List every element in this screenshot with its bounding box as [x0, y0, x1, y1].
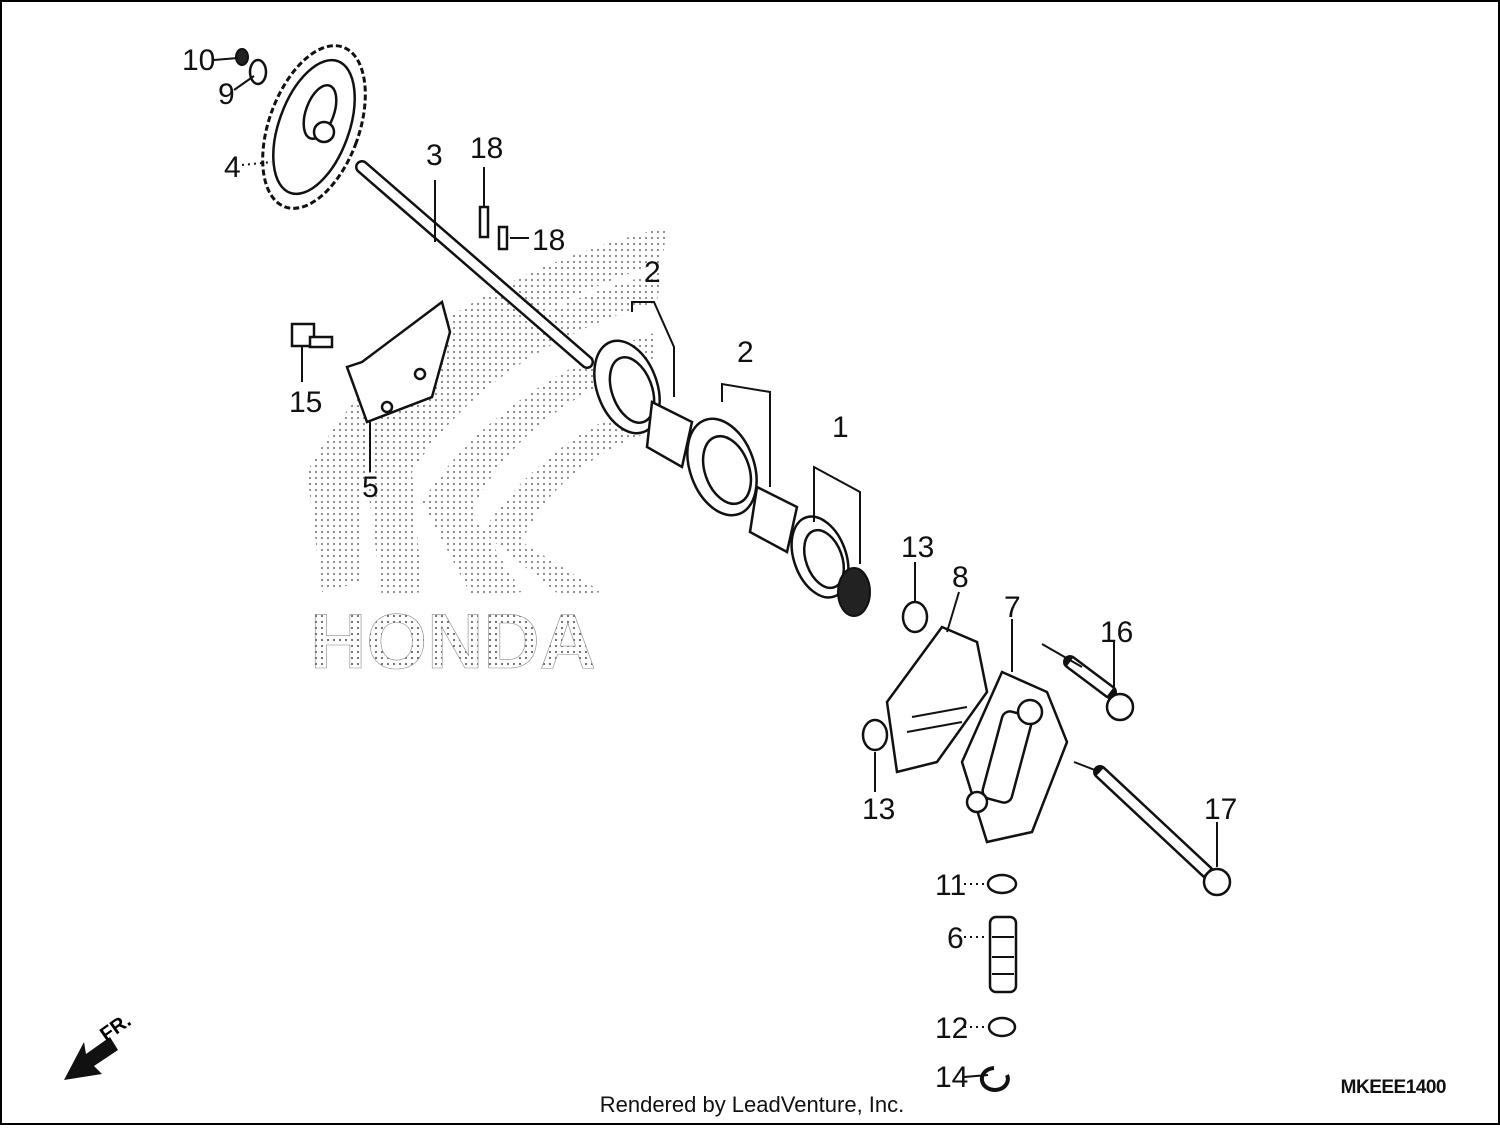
callout-1: 1 [832, 411, 849, 444]
callout-7: 7 [1004, 591, 1021, 624]
callout-13-lower: 13 [862, 793, 895, 826]
pump-shaft [355, 160, 594, 369]
nut-10 [235, 48, 249, 66]
callout-4: 4 [224, 151, 241, 184]
callout-5: 5 [362, 471, 379, 504]
callout-2-upper: 2 [644, 256, 661, 289]
o-ring-12 [987, 1016, 1017, 1038]
callout-9: 9 [218, 78, 235, 111]
o-ring-11 [986, 873, 1018, 895]
callout-6: 6 [947, 922, 964, 955]
bolt-17 [1093, 765, 1232, 897]
gasket-8 [885, 625, 989, 774]
render-credit: Rendered by LeadVenture, Inc. [599, 1092, 905, 1117]
drawing-code: MKEEE1400 [1340, 1077, 1447, 1098]
oil-pump-drive-gear [261, 44, 367, 210]
callout-18-side: 18 [532, 224, 565, 257]
bolt-15 [290, 322, 334, 349]
honda-watermark-text: HONDA [310, 597, 596, 685]
callout-17: 17 [1204, 793, 1237, 826]
callout-11: 11 [935, 869, 966, 902]
front-direction-arrow-icon [64, 1037, 118, 1080]
dowel-pin-18-b [497, 225, 509, 251]
callout-15: 15 [289, 386, 322, 419]
callout-18-top: 18 [470, 132, 503, 165]
pump-housing-7 [960, 670, 1069, 844]
front-direction-label: FR. [96, 1010, 135, 1047]
callout-14: 14 [935, 1061, 968, 1094]
dowel-pin-18-a [478, 205, 490, 239]
pump-rotor-set-a [593, 339, 694, 469]
bracket-plate [345, 299, 452, 424]
relief-valve-6 [988, 915, 1018, 994]
callout-8: 8 [952, 561, 969, 594]
collar-13-a [901, 600, 929, 634]
collar-13-b [861, 718, 889, 752]
callout-16: 16 [1100, 616, 1133, 649]
callout-12: 12 [935, 1012, 968, 1045]
washer-9 [248, 58, 268, 86]
bolt-16 [1063, 655, 1135, 722]
callout-10: 10 [182, 44, 215, 77]
leader-lines [213, 57, 1218, 1078]
callout-3: 3 [426, 139, 443, 172]
pump-rotor-set-b [686, 417, 799, 554]
pump-rotor-1 [790, 515, 871, 617]
callout-13-upper: 13 [901, 531, 934, 564]
snap-ring-14 [979, 1066, 1010, 1092]
callout-2-lower: 2 [737, 336, 754, 369]
